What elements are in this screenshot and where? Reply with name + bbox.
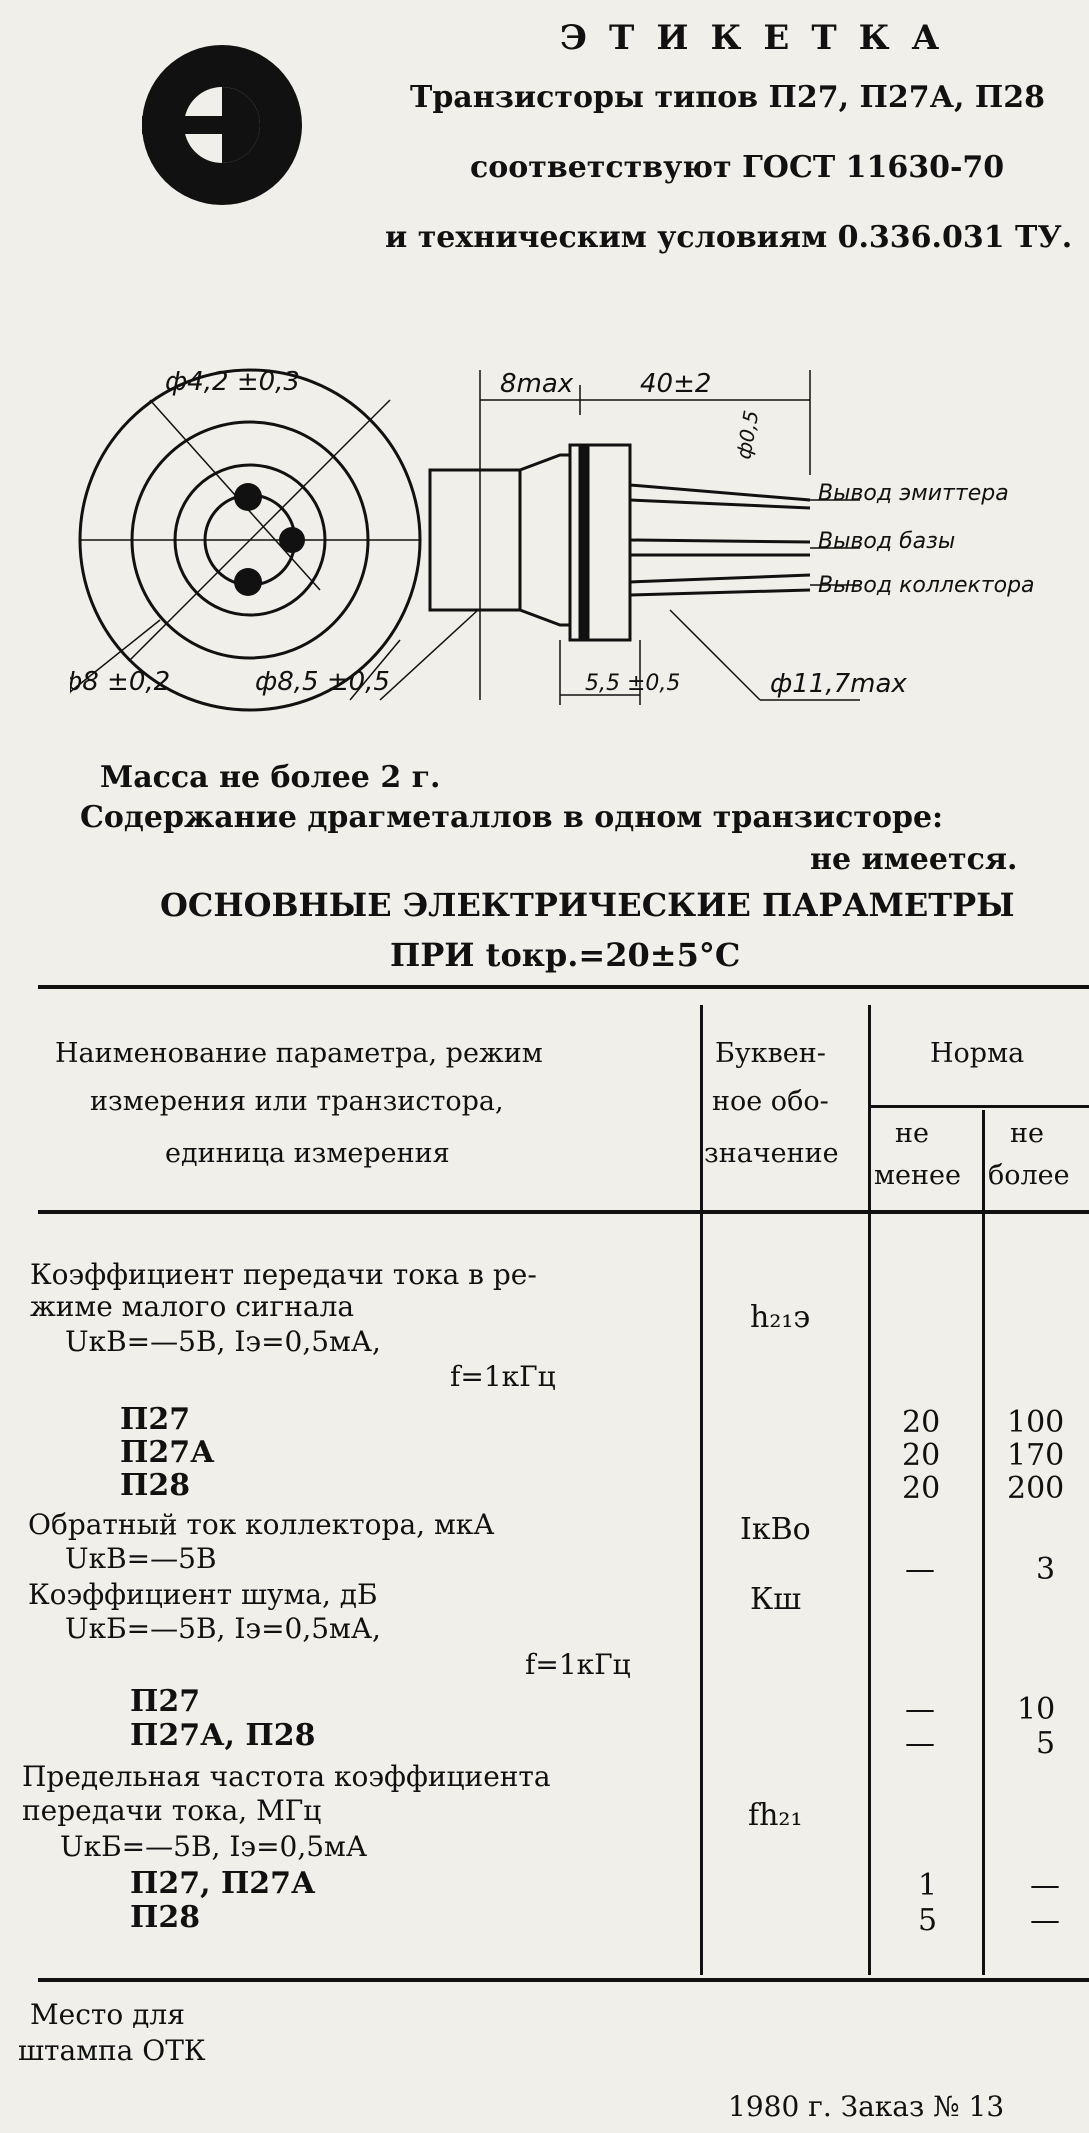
row1-p27a-max: 170 [1007, 1438, 1065, 1473]
row1-p27a-min: 20 [902, 1438, 941, 1473]
row4-line-1: Предельная частота коэффициента [22, 1760, 551, 1793]
header-min-line-1: не [895, 1118, 929, 1149]
table-header-rule [38, 1210, 1089, 1214]
row3-p27-max: 10 [1017, 1692, 1056, 1727]
row1-line-2: жиме малого сигнала [30, 1290, 355, 1323]
table-top-rule [38, 985, 1089, 989]
dim-outer-ring: ф4,2 ±0,3 [165, 367, 300, 397]
params-title: ОСНОВНЫЕ ЭЛЕКТРИЧЕСКИЕ ПАРАМЕТРЫ [160, 886, 1015, 924]
header-max-line-1: не [1010, 1118, 1044, 1149]
row4-line-2: передачи тока, МГц [22, 1794, 322, 1827]
lead-base-label: Вывод базы [818, 529, 955, 554]
row2-max: 3 [1036, 1552, 1056, 1587]
row3-line-2: UкБ=—5В, Iэ=0,5мА, [65, 1612, 381, 1645]
dim-lead-dia: ф0,5 [731, 409, 763, 461]
collector-pin-icon [234, 568, 262, 596]
col-divider-symbol [868, 1005, 871, 1975]
row3-line-3: f=1кГц [525, 1648, 631, 1681]
header-norm: Норма [930, 1038, 1025, 1069]
row2-symbol: IкВо [740, 1512, 811, 1547]
row1-type-p27a: П27А [120, 1435, 215, 1470]
header-symbol-line-2: ное обо- [712, 1086, 829, 1117]
row4-type-p28: П28 [130, 1900, 201, 1935]
row4-symbol: fh₂₁ [748, 1798, 803, 1833]
row4-p27-p27a-min: 1 [918, 1868, 938, 1903]
header-line-1: Транзисторы типов П27, П27А, П28 [410, 80, 1045, 115]
header-line-3: и техническим условиям 0.336.031 ТУ. [385, 220, 1073, 255]
lead-collector-label: Вывод коллектора [818, 573, 1035, 598]
row4-p28-max: — [1030, 1903, 1060, 1938]
row4-line-3: UкБ=—5В, Iэ=0,5мА [60, 1830, 368, 1863]
row4-p27-p27a-max: — [1030, 1868, 1060, 1903]
header-name-line-3: единица измерения [165, 1138, 450, 1169]
dim-lead-len: 40±2 [640, 369, 711, 399]
dim-body: ф8,5 ±0,5 [255, 667, 390, 697]
row2-line-1: Обратный ток коллектора, мкА [28, 1508, 495, 1541]
row3-p27a-p28-min: — [905, 1726, 935, 1761]
stamp-place-line-2: штампа ОТК [18, 2034, 206, 2067]
dim-flange-len: 5,5 ±0,5 [585, 671, 680, 696]
row1-p27-max: 100 [1007, 1405, 1065, 1440]
row3-symbol: Кш [750, 1582, 802, 1617]
col-divider-norm [982, 1110, 985, 1975]
header-name-line-2: измерения или транзистора, [90, 1086, 504, 1117]
mass-text: Масса не более 2 г. [100, 760, 441, 795]
row2-line-2: UкВ=—5В [65, 1542, 217, 1575]
order-number: 1980 г. Заказ № 13 [728, 2090, 1005, 2123]
manufacturer-logo-icon [130, 45, 302, 205]
header-max-line-2: более [988, 1160, 1070, 1191]
header-symbol-line-3: значение [704, 1138, 839, 1169]
label-title: ЭТИКЕТКА [560, 18, 962, 58]
lead-emitter-label: Вывод эмиттера [818, 481, 1009, 506]
header-line-2: соответствуют ГОСТ 11630-70 [470, 150, 1005, 185]
header-min-line-2: менее [874, 1160, 961, 1191]
transistor-dimension-drawing: ф4,2 ±0,3 ф8 ±0,2 ф8,5 ±0,5 8max 40±2 ф0… [70, 367, 1035, 712]
row1-p28-min: 20 [902, 1471, 941, 1506]
row3-p27a-p28-max: 5 [1036, 1726, 1056, 1761]
row1-symbol: h₂₁э [750, 1300, 811, 1335]
row1-type-p27: П27 [120, 1402, 191, 1437]
table-bottom-rule [38, 1978, 1089, 1982]
base-pin-icon [279, 527, 305, 553]
row4-p28-min: 5 [918, 1903, 938, 1938]
dim-flange-dia: ф11,7max [770, 669, 907, 699]
row1-line-4: f=1кГц [450, 1360, 556, 1393]
header-symbol-line-1: Буквен- [715, 1038, 826, 1069]
row1-p28-max: 200 [1007, 1471, 1065, 1506]
dim-pin-circle: ф8 ±0,2 [70, 667, 170, 697]
row1-line-3: UкВ=—5В, Iэ=0,5мА, [65, 1325, 381, 1358]
row3-type-p27a-p28: П27А, П28 [130, 1718, 316, 1753]
col-divider-name [700, 1005, 703, 1975]
params-title-condition: ПРИ tокр.=20±5°С [390, 936, 741, 974]
row3-line-1: Коэффициент шума, дБ [28, 1578, 378, 1611]
row1-p27-min: 20 [902, 1405, 941, 1440]
dim-body-len: 8max [500, 369, 574, 399]
row1-line-1: Коэффициент передачи тока в ре- [30, 1258, 537, 1291]
stamp-place-line-1: Место для [30, 1998, 185, 2031]
row3-type-p27: П27 [130, 1684, 201, 1719]
row2-min: — [905, 1552, 935, 1587]
emitter-pin-icon [234, 483, 262, 511]
precious-metals-value: не имеется. [810, 842, 1018, 877]
row4-type-p27-p27a: П27, П27А [130, 1866, 316, 1901]
precious-metals-text: Содержание драгметаллов в одном транзист… [80, 800, 944, 835]
header-name-line-1: Наименование параметра, режим [55, 1038, 543, 1069]
row3-p27-min: — [905, 1692, 935, 1727]
norm-subheader-rule [868, 1105, 1089, 1108]
row1-type-p28: П28 [120, 1468, 191, 1503]
